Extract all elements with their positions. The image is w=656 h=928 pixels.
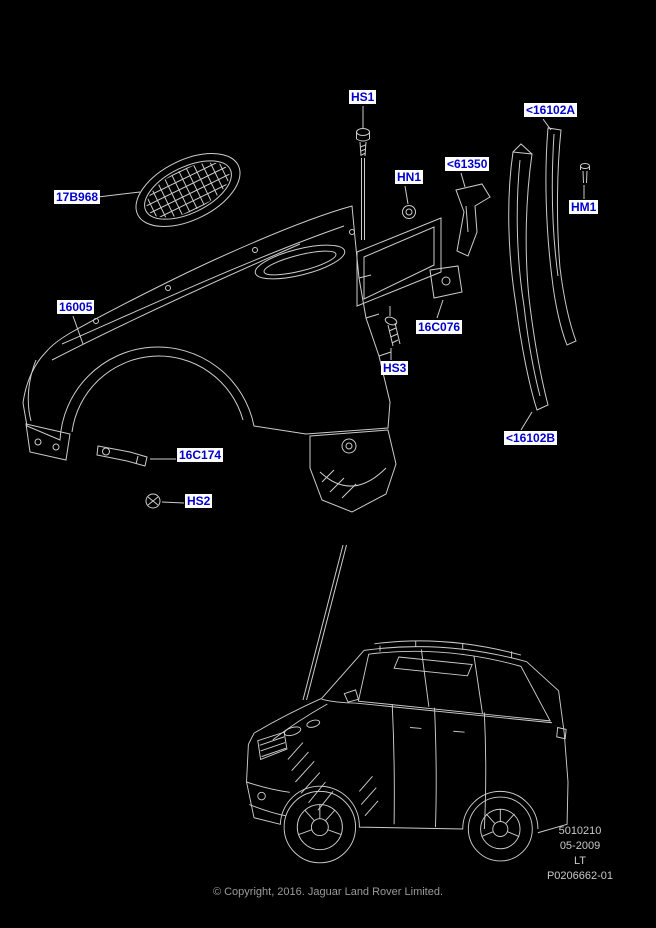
panel-16102a-drawing (545, 127, 577, 346)
drawing-number: P0206662-01 (546, 870, 614, 882)
grille-17b968-drawing (135, 151, 241, 229)
part-label-hm1[interactable]: HM1 (569, 200, 599, 214)
screw-hm1-icon (580, 163, 590, 184)
nut-hn1-icon (402, 205, 416, 219)
part-label-16102a[interactable]: <16102A (524, 103, 578, 117)
part-label-16005[interactable]: 16005 (57, 300, 95, 314)
panel-16102b-drawing (508, 143, 549, 411)
part-label-61350[interactable]: <61350 (445, 157, 490, 171)
part-label-16102b[interactable]: <16102B (504, 431, 558, 445)
part-label-hs2[interactable]: HS2 (185, 494, 213, 508)
bracket-frame-drawing (356, 217, 442, 316)
plate-info: 5010210 05-2009 LT P0206662-01 (530, 824, 630, 884)
screw-hs1-icon (356, 128, 370, 240)
plate-number: 5010210 (558, 825, 602, 837)
screw-hs3-icon (384, 316, 401, 347)
part-label-hn1[interactable]: HN1 (395, 170, 424, 184)
bracket-61350-drawing (455, 183, 491, 257)
part-label-16c076[interactable]: 16C076 (416, 320, 463, 334)
bracket-16c174-drawing (96, 445, 148, 467)
plate-date: 05-2009 (559, 840, 601, 852)
screw-hs2-icon (145, 493, 161, 509)
plate-code: LT (573, 855, 587, 867)
part-label-16c174[interactable]: 16C174 (177, 448, 224, 462)
vehicle-illustration (246, 640, 569, 864)
part-label-17b968[interactable]: 17B968 (54, 190, 101, 204)
part-label-hs3[interactable]: HS3 (381, 361, 409, 375)
fender-16005-drawing (22, 205, 397, 513)
leader-lines (72, 106, 585, 701)
part-label-hs1[interactable]: HS1 (349, 90, 377, 104)
bracket-16c076-drawing (429, 265, 463, 299)
copyright-text: © Copyright, 2016. Jaguar Land Rover Lim… (212, 886, 444, 898)
